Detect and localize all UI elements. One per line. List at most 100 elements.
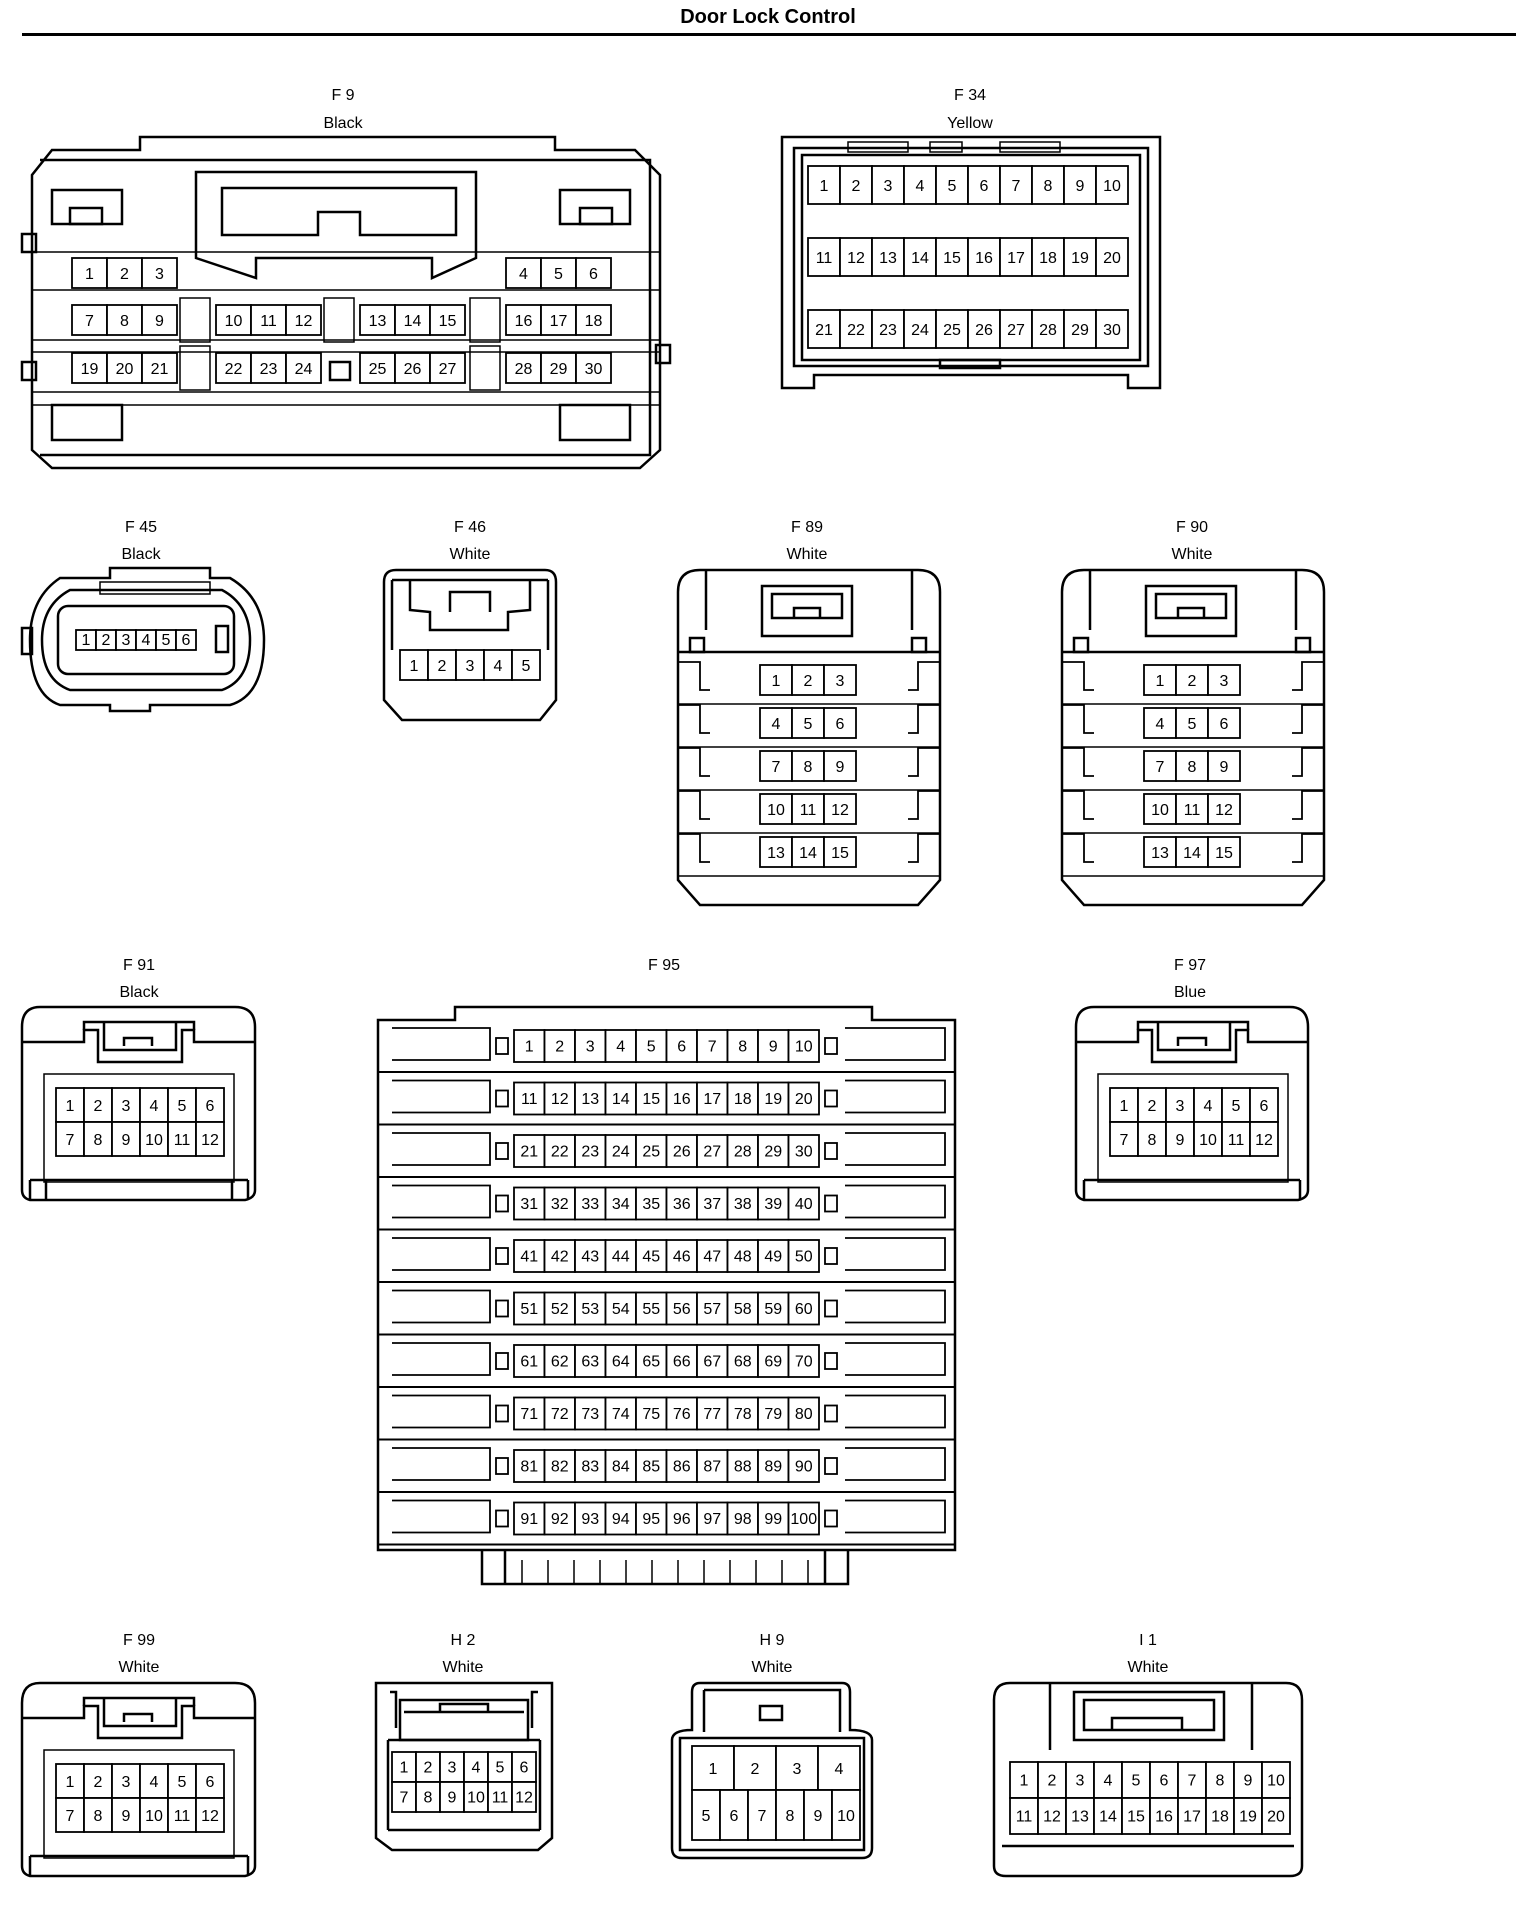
pin-28: 28 — [726, 1134, 759, 1168]
pin-8: 8 — [1175, 750, 1209, 782]
pin-number: 38 — [734, 1196, 752, 1213]
pin-18: 18 — [726, 1081, 759, 1116]
connector-id: F 90 — [1176, 519, 1208, 536]
pin-26: 26 — [394, 352, 431, 384]
pin-4: 4 — [505, 257, 542, 289]
pin-number: 83 — [581, 1458, 599, 1475]
pin-5: 5 — [1121, 1761, 1151, 1799]
pin-number: 19 — [1071, 250, 1089, 267]
pin-2: 2 — [839, 165, 873, 205]
pin-92: 92 — [543, 1501, 576, 1536]
pin-25: 25 — [635, 1134, 668, 1168]
pin-2: 2 — [733, 1745, 777, 1791]
pin-number: 5 — [948, 178, 957, 195]
pin-number: 5 — [554, 266, 563, 283]
pin-1: 1 — [759, 664, 793, 696]
pin-10: 10 — [1261, 1761, 1291, 1799]
pin-14: 14 — [791, 836, 825, 868]
pin-number: 73 — [581, 1406, 599, 1423]
pin-number: 3 — [1076, 1772, 1085, 1789]
pin-number: 81 — [520, 1458, 538, 1475]
pin-20: 20 — [787, 1081, 820, 1116]
pin-number: 93 — [581, 1511, 599, 1528]
connector-id: F 89 — [791, 519, 823, 536]
pin-10: 10 — [787, 1029, 820, 1063]
pin-25: 25 — [359, 352, 396, 384]
pin-8: 8 — [106, 304, 143, 336]
pin-12: 12 — [823, 793, 857, 825]
pin-number: 36 — [673, 1196, 691, 1213]
pin-number: 15 — [1127, 1808, 1145, 1825]
pin-number: 10 — [1199, 1132, 1217, 1149]
pin-17: 17 — [696, 1081, 729, 1116]
pin-3: 3 — [111, 1087, 141, 1123]
pin-16: 16 — [665, 1081, 698, 1116]
pin-number: 5 — [162, 632, 171, 649]
pin-2: 2 — [83, 1087, 113, 1123]
pin-number: 5 — [178, 1098, 187, 1115]
pin-number: 55 — [642, 1301, 660, 1318]
pin-number: 9 — [1076, 178, 1085, 195]
pin-49: 49 — [757, 1239, 790, 1273]
pin-number: 7 — [708, 1038, 717, 1055]
pin-number: 10 — [767, 802, 785, 819]
pin-number: 47 — [703, 1248, 721, 1265]
pin-2: 2 — [415, 1751, 441, 1783]
pin-number: 1 — [1120, 1098, 1129, 1115]
pin-number: 8 — [786, 1808, 795, 1825]
pin-number: 43 — [581, 1248, 599, 1265]
pin-number: 3 — [122, 1098, 131, 1115]
pin-19: 19 — [1063, 237, 1097, 277]
pin-81: 81 — [513, 1449, 546, 1483]
pin-number: 30 — [1103, 322, 1121, 339]
pin-85: 85 — [635, 1449, 668, 1483]
pin-18: 18 — [1031, 237, 1065, 277]
pin-3: 3 — [871, 165, 905, 205]
pin-10: 10 — [831, 1789, 861, 1841]
pin-number: 7 — [66, 1808, 75, 1825]
pin-number: 95 — [642, 1511, 660, 1528]
pin-number: 70 — [795, 1353, 813, 1370]
pin-number: 12 — [847, 250, 865, 267]
pin-10: 10 — [215, 304, 252, 336]
pin-number: 4 — [1104, 1772, 1113, 1789]
pin-13: 13 — [359, 304, 396, 336]
pin-10: 10 — [139, 1121, 169, 1157]
pin-number: 76 — [673, 1406, 691, 1423]
pin-11: 11 — [250, 304, 287, 336]
pin-3: 3 — [141, 257, 178, 289]
pin-number: 65 — [642, 1353, 660, 1370]
pin-number: 61 — [520, 1353, 538, 1370]
pin-12: 12 — [1249, 1121, 1279, 1157]
pin-number: 16 — [975, 250, 993, 267]
pin-number: 6 — [730, 1808, 739, 1825]
pin-7: 7 — [999, 165, 1033, 205]
connector-id: H 2 — [451, 1632, 476, 1649]
pin-number: 3 — [884, 178, 893, 195]
pin-number: 42 — [551, 1248, 569, 1265]
pin-4: 4 — [463, 1751, 489, 1783]
pin-number: 26 — [404, 361, 422, 378]
pin-number: 97 — [703, 1511, 721, 1528]
pin-number: 15 — [943, 250, 961, 267]
pin-number: 11 — [816, 250, 833, 267]
pin-number: 10 — [145, 1132, 163, 1149]
pin-number: 9 — [448, 1789, 457, 1806]
pin-7: 7 — [1177, 1761, 1207, 1799]
pin-2: 2 — [83, 1763, 113, 1799]
pin-number: 4 — [472, 1759, 481, 1776]
pin-number: 33 — [581, 1196, 599, 1213]
pin-number: 16 — [673, 1091, 691, 1108]
pin-63: 63 — [574, 1344, 607, 1378]
pin-10: 10 — [463, 1781, 489, 1813]
pin-number: 12 — [1215, 802, 1233, 819]
pin-5: 5 — [935, 165, 969, 205]
pin-number: 20 — [1103, 250, 1121, 267]
pin-8: 8 — [775, 1789, 805, 1841]
pin-number: 91 — [520, 1511, 538, 1528]
pin-number: 12 — [295, 313, 313, 330]
pin-number: 10 — [795, 1038, 813, 1055]
